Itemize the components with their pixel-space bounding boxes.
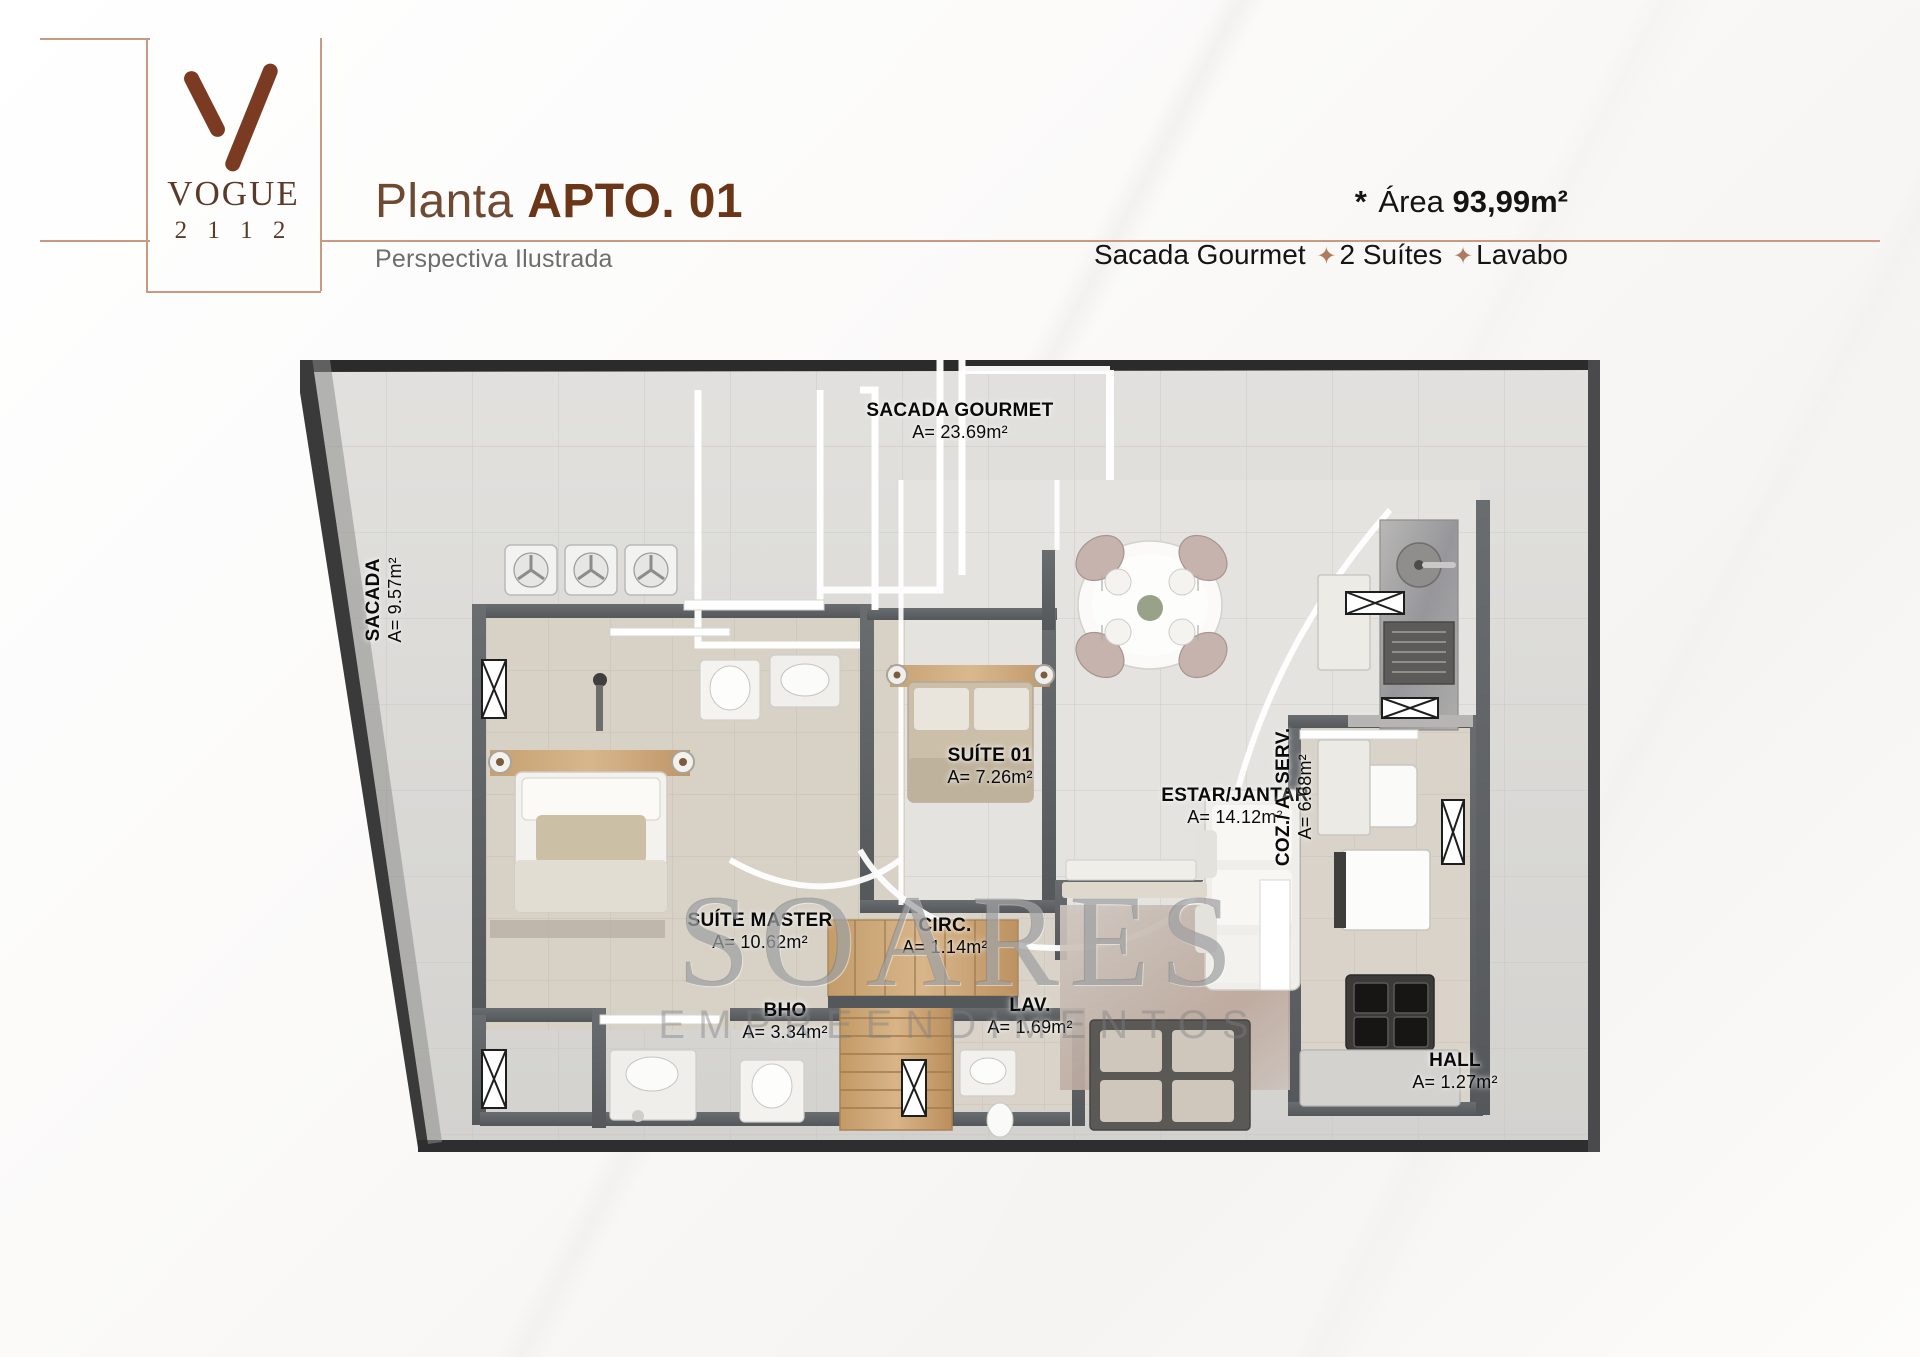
vogue-v-icon [172,58,292,174]
sliding-door-symbols [481,591,1465,1117]
suite-01-furniture [886,664,1055,803]
logo-stroke-left-icon [181,68,228,140]
title-block: Planta APTO. 01 Perspectiva Ilustrada [375,178,743,274]
floor-plan-svg [300,360,1600,1152]
sliding-door-symbol [1381,697,1439,719]
logo-divider-left [146,38,148,291]
page-title-light: Planta [375,175,528,228]
area-block: * Área 93,99m² Sacada Gourmet ✦2 Suítes … [1094,186,1568,269]
logo-rule-bottom [146,291,321,293]
lavabo-fixtures [959,1049,1017,1138]
balcony-rail-lines [694,360,966,649]
dining-sideboard [1089,1019,1251,1131]
header-rule-main [320,240,1880,242]
area-asterisk-icon: * [1354,184,1370,219]
suite-master-furniture [488,750,695,938]
ac-unit [504,544,558,596]
feature-sacada-gourmet: Sacada Gourmet [1093,239,1306,270]
floor-plan-illustration: SACADA A= 9.57m² SACADA GOURMET A= 23.69… [300,360,1620,1260]
features-line: Sacada Gourmet ✦2 Suítes ✦Lavabo [1094,241,1568,269]
bho-fixtures [609,1049,805,1123]
sliding-door-symbol [901,1059,927,1117]
ensuite-fixtures [593,654,841,731]
ac-unit [564,544,618,596]
page-header: VOGUE 2 1 1 2 Planta APTO. 01 Perspectiv… [0,0,1920,300]
header-rule-bottom-left [40,240,150,242]
brand-number: 2 1 1 2 [174,217,293,244]
header-rule-top-left [40,38,150,40]
feature-suites: 2 Suítes [1339,239,1443,270]
ac-condenser-group [504,544,678,596]
sliding-door-symbol [481,1049,507,1109]
sliding-door-symbol [1441,799,1465,865]
feature-lavabo: Lavabo [1476,239,1568,270]
ac-unit [624,544,678,596]
logo-divider-right [320,38,322,291]
dining-table-group [1075,534,1228,679]
hall-cabinet [1299,1049,1461,1107]
page-subtitle: Perspectiva Ilustrada [375,245,613,273]
dining-place-settings [1104,568,1196,646]
sliding-door-symbol [1345,591,1405,615]
feature-separator-icon-2: ✦ [1453,243,1474,270]
circulation-wood-unit [827,919,1019,1131]
page-title: Planta APTO. 01 [375,178,743,226]
area-value: 93,99m² [1452,184,1568,219]
brand-logo: VOGUE 2 1 1 2 [146,36,321,291]
total-area-line: * Área 93,99m² [1094,186,1568,217]
sliding-door-symbol [481,659,507,719]
sacada-gourmet-rails [962,366,1114,480]
door-leaves [599,599,1419,1025]
logo-stroke-right-icon [223,61,280,174]
sacada-area [360,540,470,1060]
area-label: Área [1378,184,1453,219]
page-title-bold: APTO. 01 [527,175,743,228]
feature-separator-icon-1: ✦ [1316,243,1337,270]
brand-name: VOGUE [167,174,300,213]
dining-chairs [1075,534,1228,679]
